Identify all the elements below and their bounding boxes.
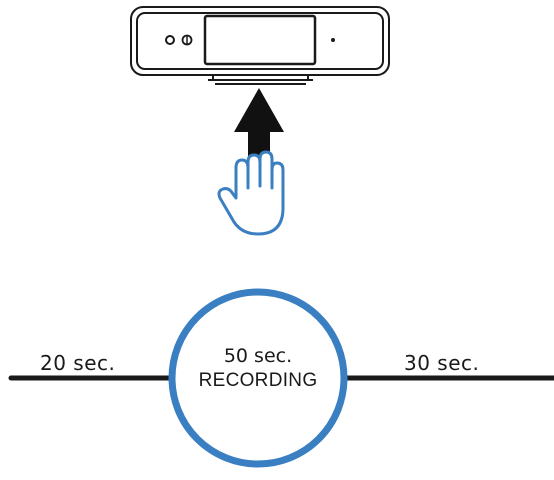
recording-duration-label: 50 sec. — [223, 345, 293, 367]
recording-status-label: RECORDING — [198, 369, 318, 391]
before-duration-label: 20 sec. — [40, 351, 116, 375]
recording-info: 50 sec. RECORDING — [180, 345, 336, 393]
recording-ring — [168, 288, 348, 468]
raised-hand-icon — [217, 150, 285, 236]
arrow-up-icon — [234, 88, 284, 157]
camera-device-icon — [130, 6, 390, 85]
after-duration-label: 30 sec. — [404, 351, 480, 375]
